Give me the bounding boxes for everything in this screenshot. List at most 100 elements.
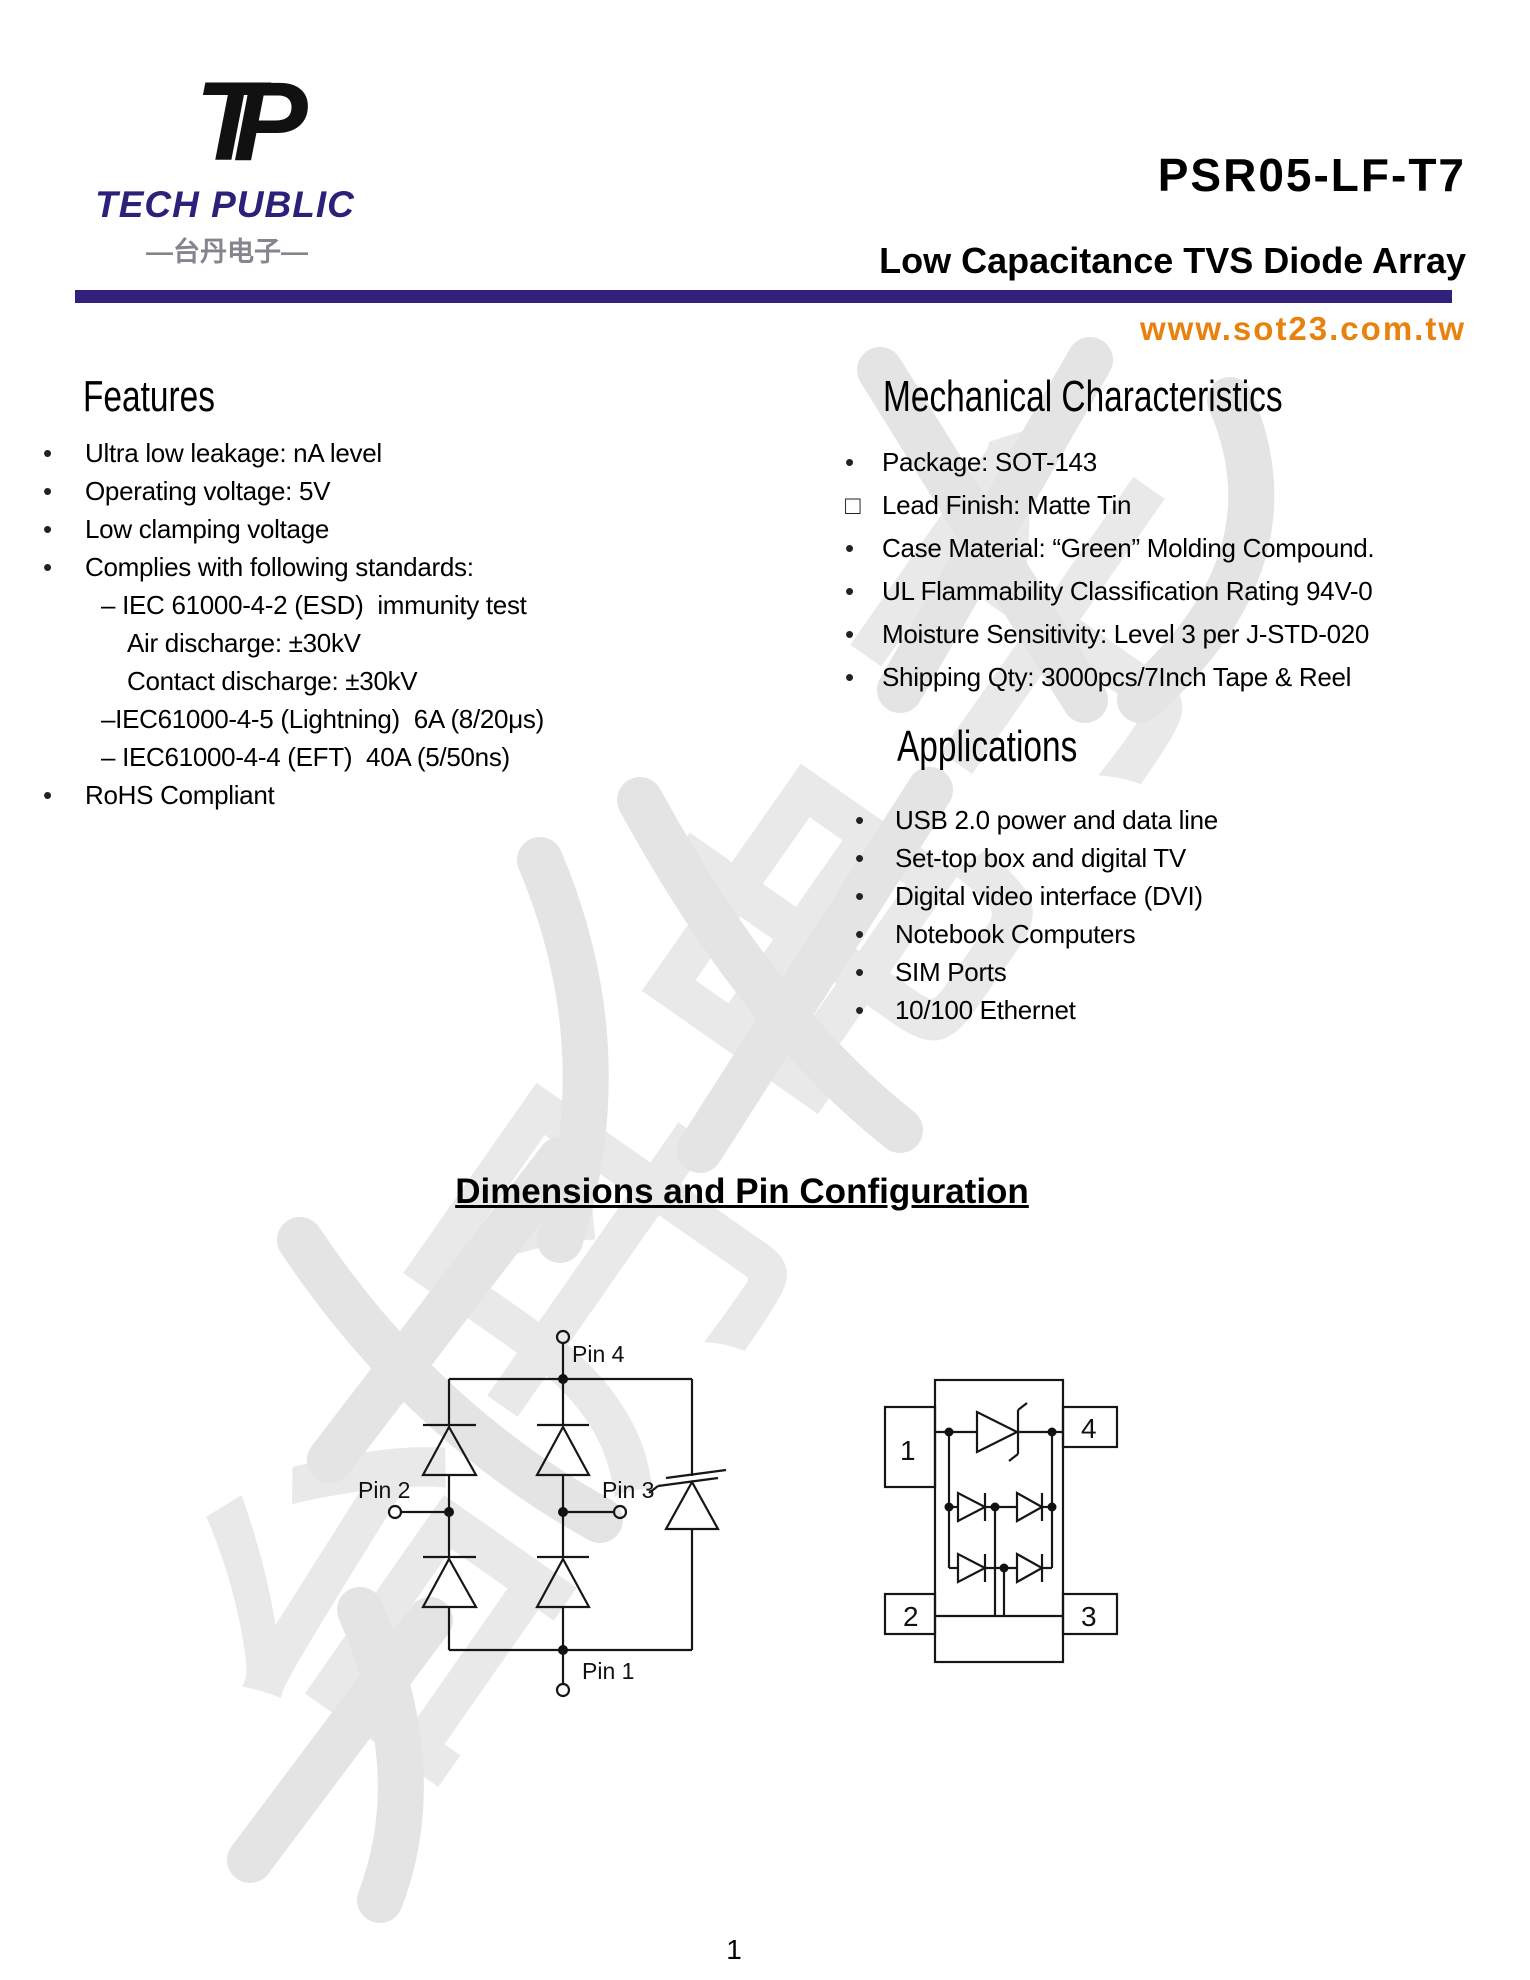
list-item: • Low clamping voltage [43,510,544,548]
package-body [933,1378,1065,1664]
pad-4 [1061,1405,1119,1449]
header-divider [75,290,1452,303]
bullet-icon: • [855,804,864,835]
list-item-text: SIM Ports [895,956,1007,987]
mechanical-list: • Package: SOT-143 □ Lead Finish: Matte … [845,441,1375,699]
diode-symbol [535,1556,591,1609]
bullet-icon: • [855,956,864,987]
list-item: Air discharge: ±30kV [43,624,544,662]
diode-symbol [421,1556,478,1609]
list-item: □ Lead Finish: Matte Tin [845,484,1374,527]
zener-diode-symbol [975,1410,1020,1454]
pin2-terminal [387,1504,403,1520]
pad2-number: 2 [903,1601,919,1632]
list-item-text: Operating voltage: 5V [85,475,331,506]
list-item-text: USB 2.0 power and data line [895,804,1218,835]
list-item-text: Package: SOT-143 [882,447,1097,477]
features-heading: Features [83,372,215,421]
list-item: • Set-top box and digital TV [855,839,1218,877]
brand-logo: P T [195,59,308,178]
list-item: • Shipping Qty: 3000pcs/7Inch Tape & Ree… [845,656,1374,699]
diode-symbol [1015,1552,1045,1584]
pin4-terminal [555,1329,571,1345]
list-item: • SIM Ports [855,953,1218,991]
list-item-text: RoHS Compliant [85,779,275,810]
list-item: • Digital video interface (DVI) [855,877,1218,915]
list-item-text: Set-top box and digital TV [895,842,1186,873]
list-item-text: Case Material: “Green” Molding Compound. [882,533,1375,563]
diode-symbol [1015,1491,1045,1523]
list-item-text: – IEC 61000-4-2 (ESD) immunity test [101,589,527,620]
bullet-icon: • [855,918,864,949]
bullet-icon: • [855,994,864,1025]
dimensions-heading: Dimensions and Pin Configuration [455,1172,1029,1211]
list-item: –IEC61000-4-5 (Lightning) 6A (8/20μs) [43,700,544,738]
bullet-icon: • [43,475,52,506]
applications-heading: Applications [897,722,1078,771]
list-item: • Case Material: “Green” Molding Compoun… [845,527,1375,570]
list-item: • USB 2.0 power and data line [855,801,1218,839]
pad-3 [1061,1592,1119,1636]
list-item: Contact discharge: ±30kV [43,662,544,700]
bullet-icon: • [845,447,854,477]
list-item: • Moisture Sensitivity: Level 3 per J-ST… [845,613,1374,656]
pin1-label: Pin 1 [582,1658,634,1684]
list-item: • 10/100 Ethernet [855,991,1218,1029]
bullet-icon: • [43,551,52,582]
list-item-text: – IEC61000-4-4 (EFT) 40A (5/50ns) [101,741,510,772]
document-subtitle: Low Capacitance TVS Diode Array [879,240,1466,281]
pad3-number: 3 [1081,1601,1097,1632]
pin3-terminal [612,1504,628,1520]
pin1-terminal [555,1682,571,1698]
zener-diode-symbol [664,1479,720,1531]
bullet-icon: • [855,880,864,911]
bullet-icon: • [43,437,52,468]
page-number: 1 [726,1934,742,1965]
list-item: • Ultra low leakage: nA level [43,434,544,472]
sot143-package-diagram: 1 4 2 3 [883,1378,1119,1664]
bullet-icon: • [845,533,854,563]
pad-1 [883,1405,937,1489]
brand-name: TECH PUBLIC [95,184,355,225]
list-item-text: Lead Finish: Matte Tin [882,490,1132,520]
applications-list: • USB 2.0 power and data line • Set-top … [855,801,1218,1029]
list-item: • Notebook Computers [855,915,1218,953]
list-item-text: 10/100 Ethernet [895,994,1076,1025]
diode-symbol [956,1552,988,1584]
list-item-text: Digital video interface (DVI) [895,880,1203,911]
bullet-icon: • [845,662,854,692]
list-item: – IEC 61000-4-2 (ESD) immunity test [43,586,544,624]
pin2-label: Pin 2 [358,1477,410,1503]
list-item: • UL Flammability Classification Rating … [845,570,1374,613]
list-item-text: –IEC61000-4-5 (Lightning) 6A (8/20μs) [101,703,544,734]
pin3-label: Pin 3 [602,1477,654,1503]
bullet-icon: • [845,576,854,606]
list-item-text: Air discharge: ±30kV [127,627,361,658]
brand-chinese-name: —台丹电子— [146,237,308,267]
bullet-icon: • [43,513,52,544]
list-item: • Complies with following standards: [43,548,544,586]
bullet-icon: • [43,779,52,810]
pad1-number: 1 [900,1435,916,1466]
list-item-text: Low clamping voltage [85,513,330,544]
diode-symbol [956,1491,988,1523]
pin4-label: Pin 4 [572,1341,625,1367]
pad4-number: 4 [1081,1413,1097,1444]
diode-symbol [535,1424,591,1477]
part-number-title: PSR05-LF-T7 [1157,149,1466,201]
list-item-text: Contact discharge: ±30kV [127,665,418,696]
bullet-icon: • [845,619,854,649]
bullet-icon: • [855,842,864,873]
list-item-text: Notebook Computers [895,918,1136,949]
features-list: • Ultra low leakage: nA level • Operatin… [43,434,544,814]
list-item-text: Moisture Sensitivity: Level 3 per J-STD-… [882,619,1370,649]
list-item: • RoHS Compliant [43,776,544,814]
list-item-text: Complies with following standards: [85,551,474,582]
pad-2 [883,1592,937,1636]
logo-t-glyph: T [195,59,272,178]
website-link[interactable]: www.sot23.com.tw [1139,310,1466,347]
list-item: • Operating voltage: 5V [43,472,544,510]
list-item-text: Shipping Qty: 3000pcs/7Inch Tape & Reel [882,662,1352,692]
